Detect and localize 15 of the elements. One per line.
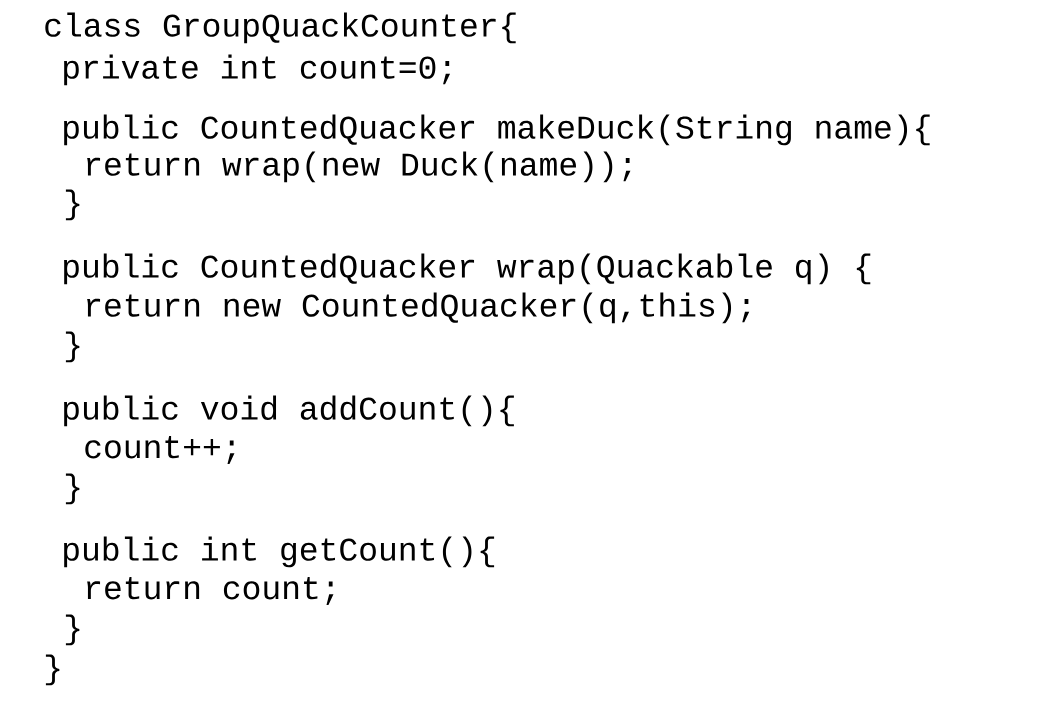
code-line: }	[65, 614, 80, 646]
code-line: public CountedQuacker wrap(Quackable q) {	[64, 253, 871, 285]
code-line: public int getCount(){	[64, 536, 495, 568]
code-line: public void addCount(){	[64, 395, 514, 427]
code-line: return wrap(new Duck(name));	[87, 151, 631, 183]
code-line: private int count=0;	[64, 54, 451, 86]
code-line: public CountedQuacker makeDuck(String name){	[64, 114, 930, 146]
code-line: }	[65, 473, 80, 505]
code-line: }	[45, 654, 60, 686]
code-line: return new CountedQuacker(q,this);	[87, 292, 750, 324]
code-line: }	[65, 189, 80, 221]
code-line: }	[65, 331, 80, 363]
code-line: class GroupQuackCounter{	[45, 12, 516, 44]
code-line: count++;	[85, 436, 235, 464]
code-line: return count;	[87, 577, 334, 605]
